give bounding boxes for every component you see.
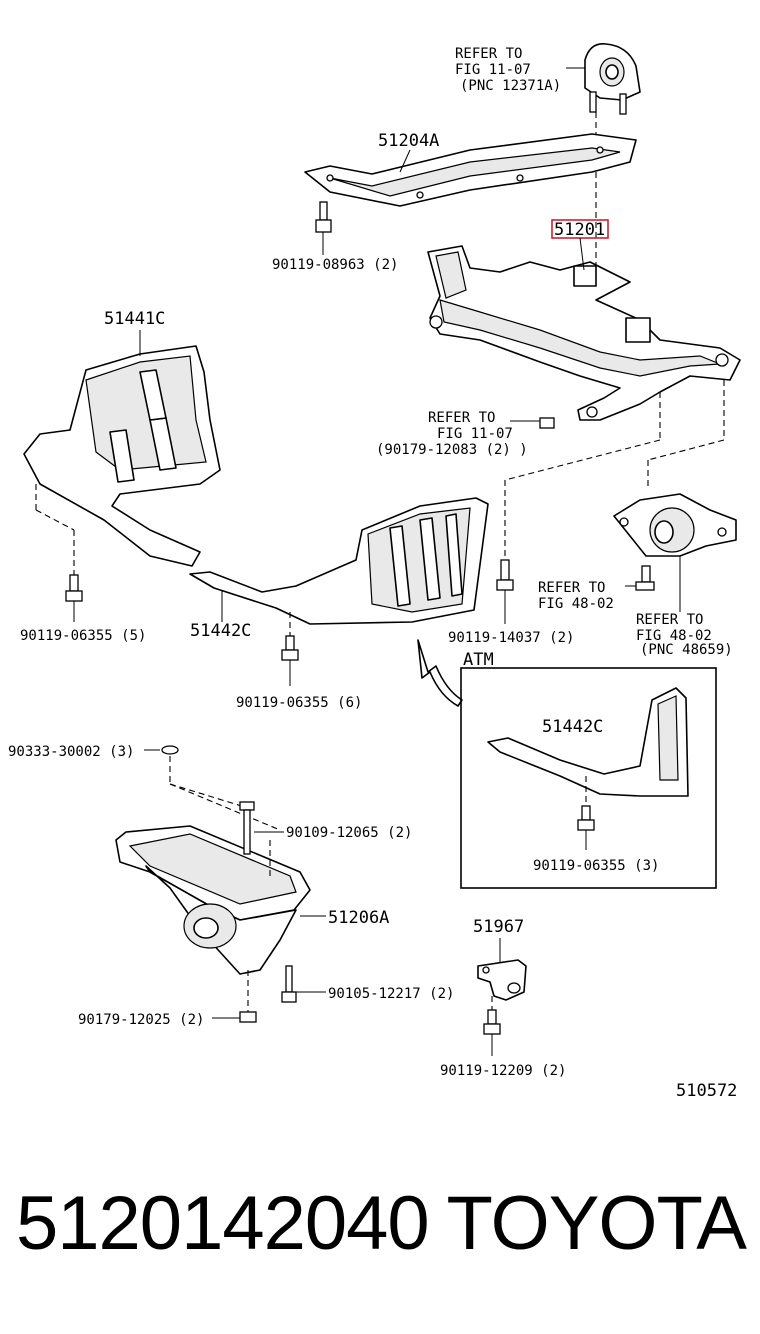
refer-nut-line3: (90179-12083 (2) ) xyxy=(376,442,528,458)
atm-label-90119-06355-3: 90119-06355 (3) xyxy=(533,858,659,874)
refer-48-02b-line2: FIG 48-02 xyxy=(636,628,712,644)
refer-48-02a-line2: FIG 48-02 xyxy=(538,596,614,612)
crossmember-51201-illustration xyxy=(427,245,741,421)
label-51204A: 51204A xyxy=(378,131,439,151)
bushing-illustration xyxy=(613,493,737,557)
label-51441C: 51441C xyxy=(104,309,165,329)
cover-51442C-illustration xyxy=(189,497,489,625)
label-90119-14037: 90119-14037 (2) xyxy=(448,630,574,646)
part-number: 5120142040 xyxy=(16,1181,430,1266)
refer-nut-line2: FIG 11-07 xyxy=(437,426,513,442)
nut-90179-12025 xyxy=(239,1011,257,1023)
arrow-to-atm xyxy=(417,639,463,707)
bracket-51967-illustration xyxy=(477,959,527,1001)
label-90119-08963: 90119-08963 (2) xyxy=(272,257,398,273)
label-90109-12065: 90109-12065 (2) xyxy=(286,825,412,841)
refer-nut-line1: REFER TO xyxy=(428,410,495,426)
atm-label: ATM xyxy=(463,650,494,670)
bolt-90119-06355-6 xyxy=(281,635,299,661)
refer-48-02a-line1: REFER TO xyxy=(538,580,605,596)
brace-51204A-illustration xyxy=(304,133,637,207)
label-90119-06355-6: 90119-06355 (6) xyxy=(236,695,362,711)
label-51201[interactable]: 51201 xyxy=(554,220,605,240)
atm-cover-51442C-illustration xyxy=(487,687,689,797)
label-51206A: 51206A xyxy=(328,908,389,928)
label-90333-30002: 90333-30002 (3) xyxy=(8,744,134,760)
bolt-90119-14037 xyxy=(496,559,514,591)
bolt-90119-06355-5 xyxy=(65,574,83,602)
engine-mount-illustration xyxy=(584,43,641,115)
svg-text:FIG 11-07: FIG 11-07 xyxy=(455,62,531,78)
label-90179-12025: 90179-12025 (2) xyxy=(78,1012,204,1028)
figure-number: 510572 xyxy=(676,1081,737,1101)
label-90119-06355-5: 90119-06355 (5) xyxy=(20,628,146,644)
nut-refer-11-07 xyxy=(539,417,555,429)
bracket-51206A-illustration xyxy=(115,825,311,975)
parts-diagram: REFER TO FIG 11-07 (PNC 12371A) 51204A 9… xyxy=(8,43,741,1101)
refer-mount-text: REFER TO FIG 11-07 (PNC 12371A) xyxy=(455,46,561,94)
atm-bolt-90119-06355 xyxy=(577,805,595,831)
bolt-90105-12217 xyxy=(281,965,297,1003)
bolt-90119-08963 xyxy=(315,201,332,233)
washer-icon xyxy=(161,745,179,755)
refer-48-02b-line1: REFER TO xyxy=(636,612,703,628)
brand-name: TOYOTA xyxy=(446,1181,747,1266)
label-90119-12209: 90119-12209 (2) xyxy=(440,1063,566,1079)
bolt-refer-48-02 xyxy=(635,565,655,591)
svg-text:REFER TO: REFER TO xyxy=(455,46,522,62)
footer: 5120142040 TOYOTA xyxy=(0,1180,760,1290)
cover-51441C-illustration xyxy=(23,345,221,567)
svg-text:(PNC 12371A): (PNC 12371A) xyxy=(460,78,561,94)
label-51967: 51967 xyxy=(473,917,524,937)
bolt-90119-12209 xyxy=(483,1009,501,1035)
atm-label-51442C: 51442C xyxy=(542,717,603,737)
refer-48-02b-line3: (PNC 48659) xyxy=(640,642,733,658)
bolt-90109-12065 xyxy=(239,801,255,855)
atm-box xyxy=(460,667,717,889)
label-51442C: 51442C xyxy=(190,621,251,641)
label-90105-12217: 90105-12217 (2) xyxy=(328,986,454,1002)
